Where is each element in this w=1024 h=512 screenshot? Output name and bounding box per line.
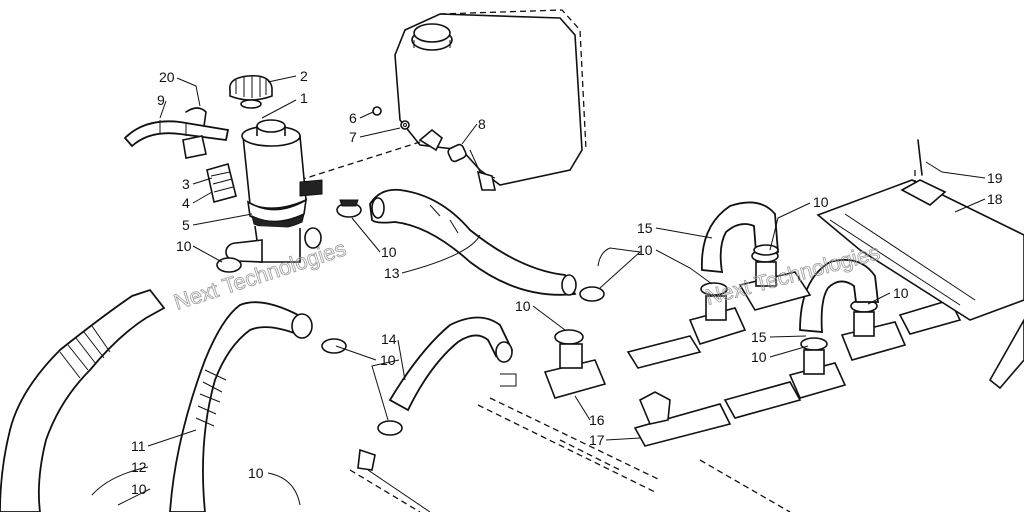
callout-labels: 20 9 2 1 6 7 8 3 4 5 10 10 13 15 10 10 1… (131, 68, 1003, 497)
fitting-modules (543, 261, 907, 447)
callout-5: 5 (182, 217, 190, 233)
callout-1: 1 (300, 90, 308, 106)
bolt-washer (299, 106, 444, 181)
callout-3: 3 (182, 176, 190, 192)
callout-15a: 15 (637, 220, 653, 236)
bracket-19 (900, 139, 947, 206)
callout-19: 19 (987, 170, 1003, 186)
vent-hose (123, 107, 230, 148)
callout-7: 7 (349, 129, 357, 145)
hose-12 (0, 288, 166, 512)
hose-11 (169, 301, 313, 512)
callout-17: 17 (589, 432, 605, 448)
callout-18: 18 (987, 191, 1003, 207)
callout-14: 14 (381, 331, 397, 347)
callout-11: 11 (131, 438, 146, 454)
callout-10d: 10 (813, 194, 829, 210)
elbow-15b (799, 258, 880, 333)
side-plate (988, 318, 1024, 390)
callout-2: 2 (300, 68, 308, 84)
tunnel-outline (349, 397, 791, 512)
tank-fitting (447, 143, 467, 163)
coolant-tank (394, 9, 587, 191)
callout-10f: 10 (751, 349, 767, 365)
callout-16: 16 (589, 412, 605, 428)
callout-10i: 10 (131, 481, 147, 497)
callout-4: 4 (182, 195, 190, 211)
callout-10e: 10 (893, 285, 909, 301)
callout-8: 8 (478, 116, 486, 132)
callout-10c: 10 (637, 242, 653, 258)
hose-13 (369, 188, 577, 296)
callout-6: 6 (349, 110, 357, 126)
elbow-15a (701, 201, 779, 274)
leader-lines (91, 75, 986, 506)
label-decal (182, 135, 237, 203)
hose-14 (388, 316, 517, 412)
callout-15b: 15 (751, 329, 767, 345)
callout-10b: 10 (381, 244, 397, 260)
callout-13: 13 (384, 265, 400, 281)
callout-9: 9 (157, 92, 165, 108)
radiator-cap (229, 74, 273, 109)
callout-10j: 10 (248, 465, 264, 481)
callout-12: 12 (131, 459, 147, 475)
hose-clamp (216, 199, 878, 436)
callout-10a: 10 (176, 238, 192, 254)
callout-10g: 10 (380, 352, 396, 368)
cooler-channels (626, 299, 962, 419)
callout-10h: 10 (515, 298, 531, 314)
expansion-bottle (225, 119, 323, 263)
callout-20: 20 (159, 69, 175, 85)
